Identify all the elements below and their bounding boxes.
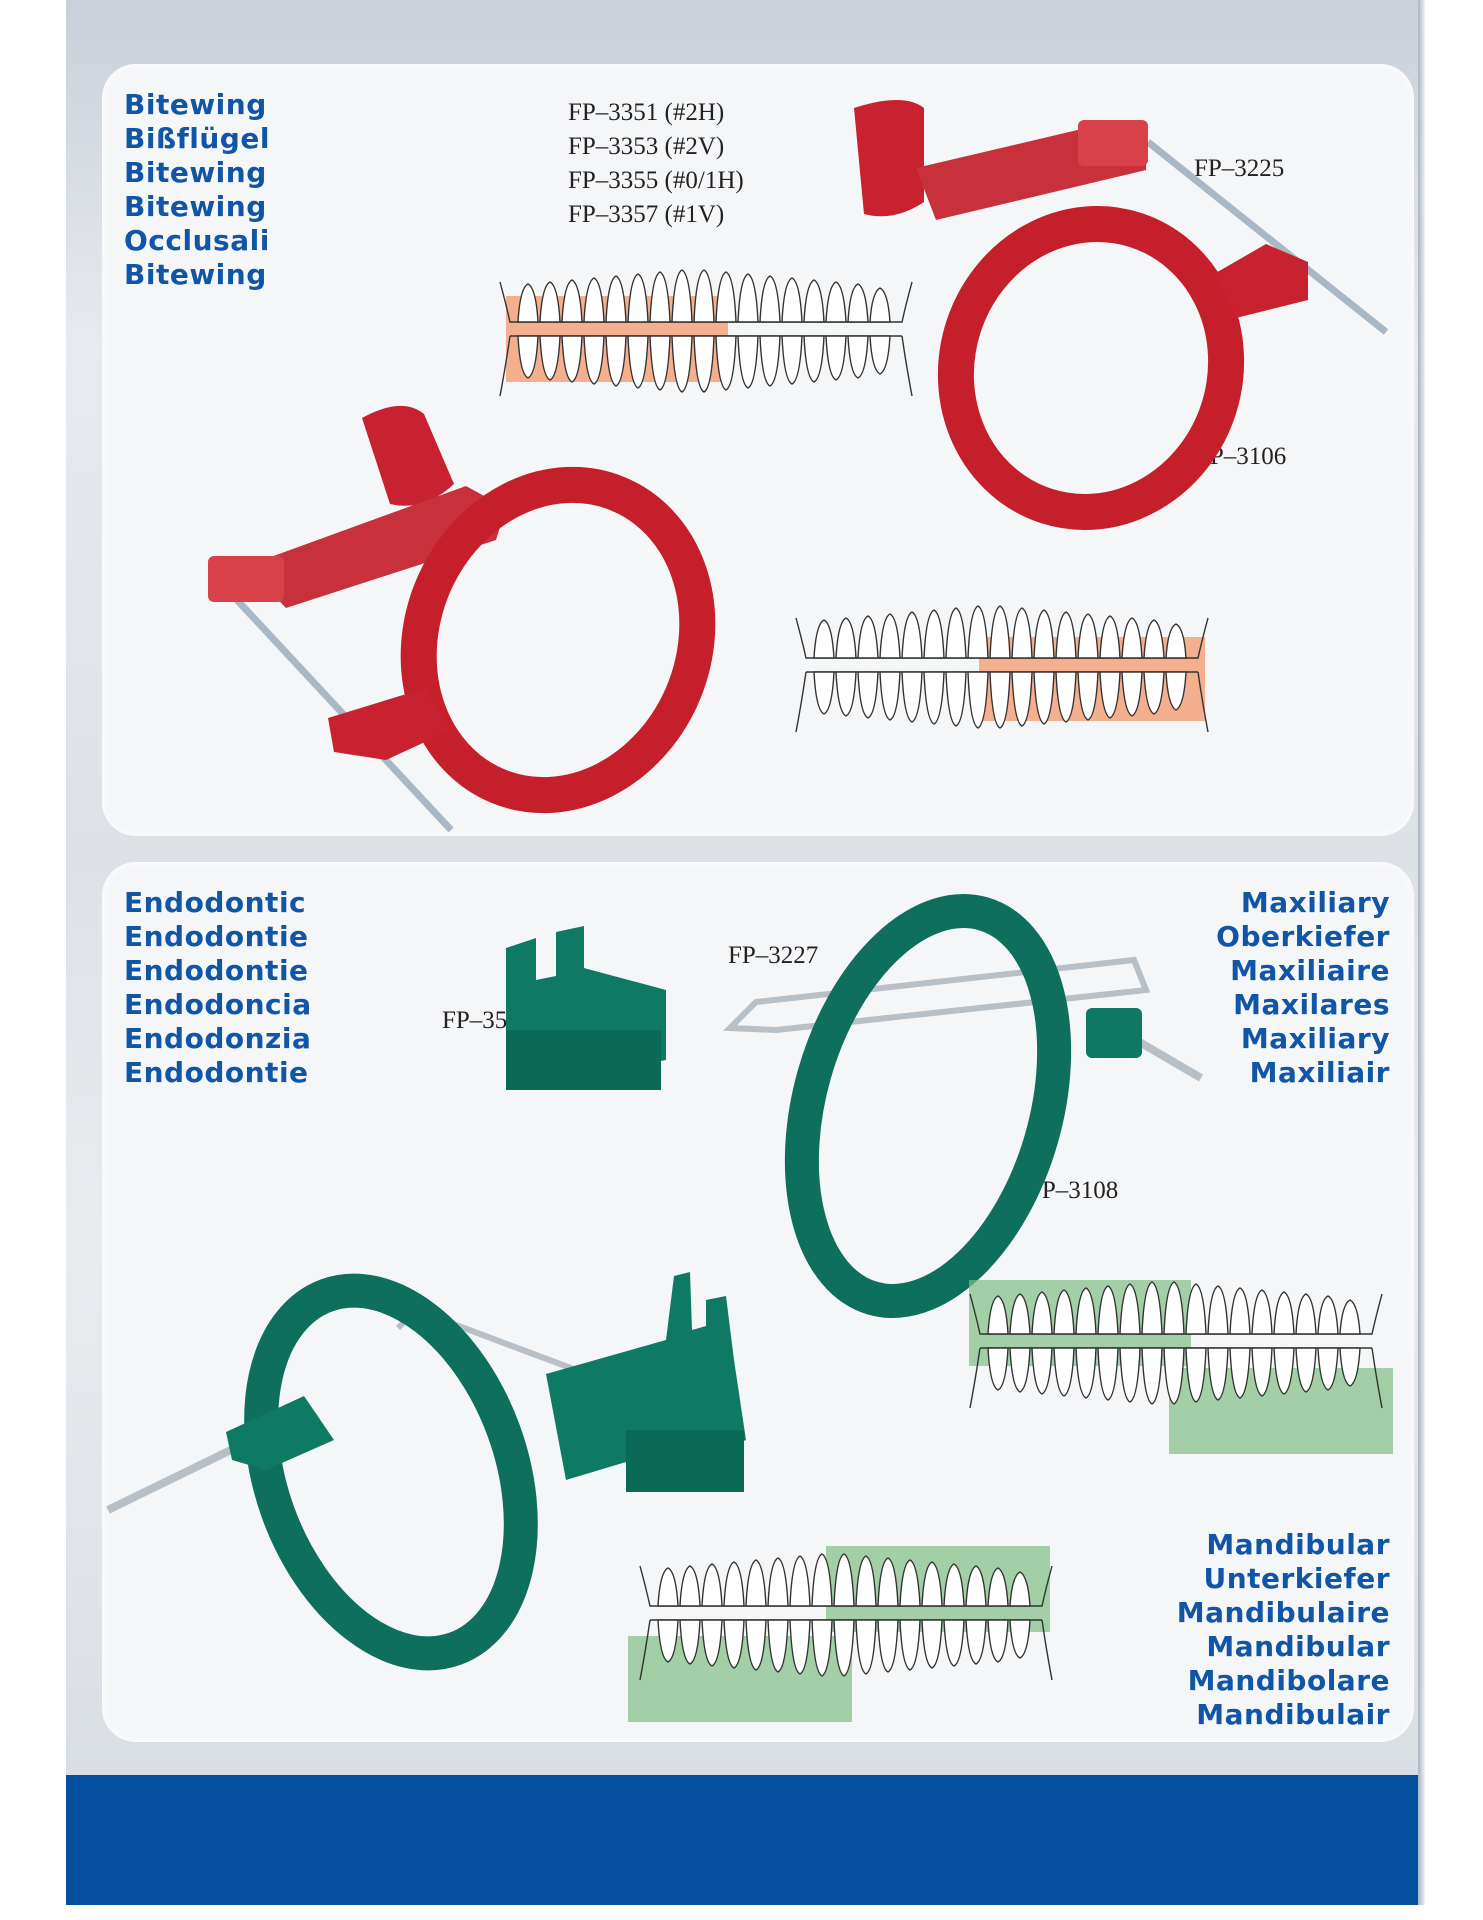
bitewing-code: FP–3357 (#1V) — [568, 201, 725, 228]
bitewing-code: FP–3353 (#2V) — [568, 133, 725, 160]
code-arm-endodontic: FP–3227 — [728, 942, 819, 969]
bitewing-code: FP–3351 (#2H) — [568, 99, 725, 126]
teeth-diagram-maxiliary — [969, 1280, 1393, 1454]
page-edge — [1418, 0, 1425, 1905]
catalog-page: Bitewing Bißflügel Bitewing Bitewing Occ… — [66, 0, 1418, 1905]
product-artwork — [106, 100, 1393, 1722]
bitewing-label: Bitewing — [124, 88, 267, 121]
red-bitewing-holder-right — [854, 100, 1389, 530]
red-bitewing-holder-left — [208, 405, 716, 833]
bitewing-code: FP–3355 (#0/1H) — [568, 167, 744, 194]
green-endo-holder-top — [506, 894, 1204, 1318]
mandibular-label: Mandibulair — [1196, 1698, 1390, 1731]
maxiliary-label: Maxiliary — [1240, 886, 1390, 919]
bitewing-label: Bißflügel — [124, 122, 270, 155]
footer-bar — [66, 1775, 1418, 1905]
maxiliary-label: Maxiliary — [1240, 1022, 1390, 1055]
endodontic-label: Endodontie — [124, 954, 309, 987]
endodontic-label: Endodontie — [124, 920, 309, 953]
maxiliary-label: Oberkiefer — [1216, 920, 1390, 953]
bitewing-label: Bitewing — [124, 258, 267, 291]
endodontic-label: Endodonzia — [124, 1022, 312, 1055]
code-bite-block-bitewing: FP–3225 — [1194, 155, 1285, 182]
mandibular-label: Unterkiefer — [1203, 1562, 1390, 1595]
maxiliary-label: Maxiliair — [1249, 1056, 1390, 1089]
mandibular-label: Mandibular — [1206, 1528, 1390, 1561]
mandibular-label: Mandibulaire — [1176, 1596, 1390, 1629]
endodontic-label: Endodoncia — [124, 988, 312, 1021]
bitewing-label: Bitewing — [124, 190, 267, 223]
maxiliary-label: Maxilares — [1233, 988, 1390, 1021]
teeth-diagram-lower-bitewing — [795, 605, 1209, 733]
maxiliary-labels: Maxiliary Oberkiefer Maxiliaire Maxilare… — [1216, 886, 1390, 1090]
mandibular-labels: Mandibular Unterkiefer Mandibulaire Mand… — [1177, 1528, 1390, 1732]
bitewing-label: Bitewing — [124, 156, 267, 189]
bitewing-label: Occlusali — [124, 224, 270, 257]
green-endo-holder-bottom — [106, 1272, 746, 1671]
endodontic-label: Endodontic — [124, 886, 307, 919]
maxiliary-label: Maxiliaire — [1230, 954, 1390, 987]
endodontic-labels: Endodontic Endodontie Endodontie Endodon… — [124, 886, 312, 1090]
bitewing-labels: Bitewing Bißflügel Bitewing Bitewing Occ… — [124, 88, 270, 292]
endodontic-label: Endodontie — [124, 1056, 309, 1089]
bitewing-code-list: FP–3351 (#2H) FP–3353 (#2V) FP–3355 (#0/… — [568, 96, 744, 232]
mandibular-label: Mandibular — [1206, 1630, 1390, 1663]
teeth-diagram-mandibular — [628, 1546, 1053, 1722]
mandibular-label: Mandibolare — [1187, 1664, 1390, 1697]
teeth-diagram-upper-bitewing — [499, 269, 913, 397]
